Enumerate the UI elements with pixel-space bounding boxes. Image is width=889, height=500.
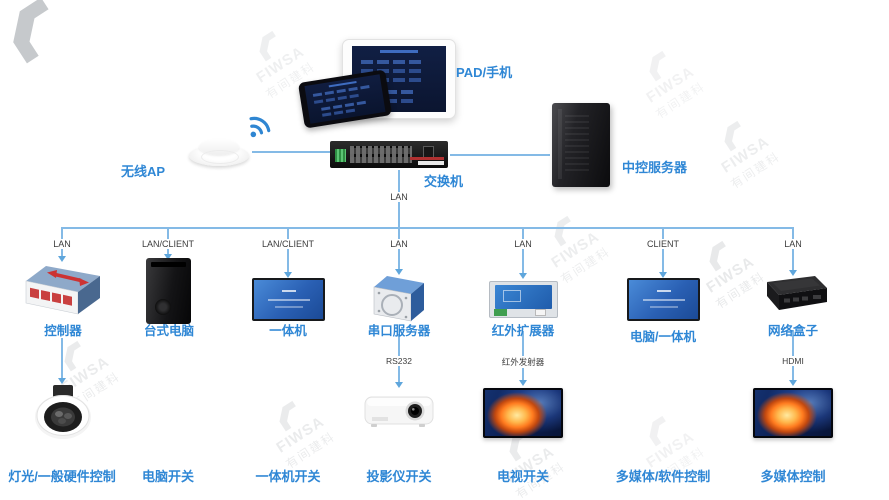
- tv-device: [483, 388, 563, 438]
- arrow-down-icon: [659, 272, 667, 278]
- branch-port-label: LAN: [50, 239, 74, 249]
- serial-server-device: [373, 276, 424, 322]
- all-in-one-device: [252, 278, 325, 321]
- branch-line: [522, 227, 524, 273]
- pad-phone-label: PAD/手机: [456, 65, 513, 80]
- branch-line: [662, 227, 664, 272]
- switch-ports: [350, 146, 412, 163]
- network-box-device: [767, 276, 827, 310]
- phone-device: [297, 69, 393, 129]
- brand-logo-icon: [279, 400, 296, 432]
- pc-all-in-one-label: 电脑/一体机: [630, 330, 696, 344]
- brand-logo-icon: [259, 30, 276, 62]
- ap-ring: [201, 150, 239, 164]
- hdmi-label: HDMI: [779, 356, 807, 366]
- network-box-label: 网络盒子: [767, 324, 819, 338]
- wifi-icon: [249, 116, 271, 138]
- wireless-ap-label: 无线AP: [121, 164, 166, 179]
- sub-line: [792, 330, 794, 380]
- pc-all-in-one-screen: [629, 280, 698, 319]
- arrow-down-icon: [284, 272, 292, 278]
- sub-line: [522, 331, 524, 380]
- tv-device: [753, 388, 833, 438]
- ir-extender-label: 红外扩展器: [491, 324, 555, 338]
- downlight-device: [35, 385, 91, 439]
- controller-label: 控制器: [44, 324, 82, 338]
- brand-watermark: FIWSA 有间建科: [258, 390, 339, 473]
- rs232-label: RS232: [383, 356, 415, 366]
- all-in-one-switch-label: 一体机开关: [255, 469, 321, 484]
- branch-port-label: LAN: [781, 239, 805, 249]
- switch-device: [330, 141, 448, 168]
- switch-label: 交换机: [424, 174, 464, 189]
- brand-watermark: FIWSA 有间建科: [703, 110, 784, 193]
- branch-port-label: LAN/CLIENT: [258, 239, 318, 249]
- brand-watermark: FIWSA 有间建科: [533, 205, 614, 288]
- pc-switch-label: 电脑开关: [141, 469, 195, 484]
- ir-emitter-label: 红外发射器: [498, 356, 548, 368]
- serial-server-label: 串口服务器: [367, 324, 431, 338]
- arrow-down-icon: [164, 254, 172, 260]
- ir-extender-pcb: [495, 285, 552, 309]
- projector-device: [364, 396, 434, 427]
- switch-red-stripe: [410, 157, 444, 160]
- arrow-down-icon: [789, 270, 797, 276]
- arrow-down-icon: [58, 378, 66, 384]
- brand-logo-icon: [649, 415, 666, 447]
- arrow-down-icon: [395, 269, 403, 275]
- branch-line: [287, 227, 289, 272]
- connector-ap-to-switch: [252, 151, 330, 153]
- phone-ui-buttons: [312, 92, 323, 97]
- tv-screen-image: [755, 390, 831, 436]
- tv-switch-label: 电视开关: [496, 469, 550, 484]
- central-server-label: 中控服务器: [622, 160, 688, 175]
- multimedia-control-label: 多媒体控制: [760, 469, 826, 484]
- pc-all-in-one-device: [627, 278, 700, 321]
- tablet-ui-buttons: [361, 60, 373, 64]
- arrow-down-icon: [519, 380, 527, 386]
- wireless-ap-device: [189, 139, 249, 167]
- trunk-port-label: LAN: [387, 192, 411, 202]
- switch-terminal-block: [335, 149, 346, 162]
- brand-logo-icon: [13, 0, 49, 64]
- ir-extender-device: [489, 281, 558, 318]
- all-in-one-screen: [254, 280, 323, 319]
- brand-watermark: FIWSA 有间建科: [628, 40, 709, 123]
- arrow-down-icon: [58, 256, 66, 262]
- ir-extender-port: [535, 309, 546, 316]
- arrow-down-icon: [789, 380, 797, 386]
- sub-line: [61, 338, 63, 378]
- branch-port-label: LAN/CLIENT: [138, 239, 198, 249]
- projector-switch-label: 投影仪开关: [366, 469, 432, 484]
- multimedia-software-label: 多媒体/软件控制: [615, 469, 711, 484]
- desktop-pc-device: [146, 258, 191, 324]
- ir-extender-terminal: [494, 309, 507, 316]
- brand-watermark: [0, 0, 71, 69]
- lighting-control-label: 灯光/一般硬件控制: [8, 469, 116, 484]
- arrow-down-icon: [519, 273, 527, 279]
- tv-screen-image: [485, 390, 561, 436]
- brand-logo-icon: [554, 215, 571, 247]
- arrow-down-icon: [395, 382, 403, 388]
- brand-logo-icon: [709, 240, 726, 272]
- network-bus-line: [61, 227, 794, 229]
- phone-screen: [304, 74, 386, 124]
- brand-logo-icon: [649, 50, 666, 82]
- branch-port-label: LAN: [511, 239, 535, 249]
- switch-label-strip: [418, 161, 444, 165]
- controller-device: [25, 266, 100, 315]
- all-in-one-label: 一体机: [269, 324, 307, 338]
- branch-port-label: CLIENT: [643, 239, 683, 249]
- brand-logo-icon: [724, 120, 741, 152]
- central-server-device: [552, 103, 610, 187]
- desktop-pc-label: 台式电脑: [143, 324, 195, 338]
- connector-switch-to-server: [450, 154, 550, 156]
- branch-port-label: LAN: [387, 239, 411, 249]
